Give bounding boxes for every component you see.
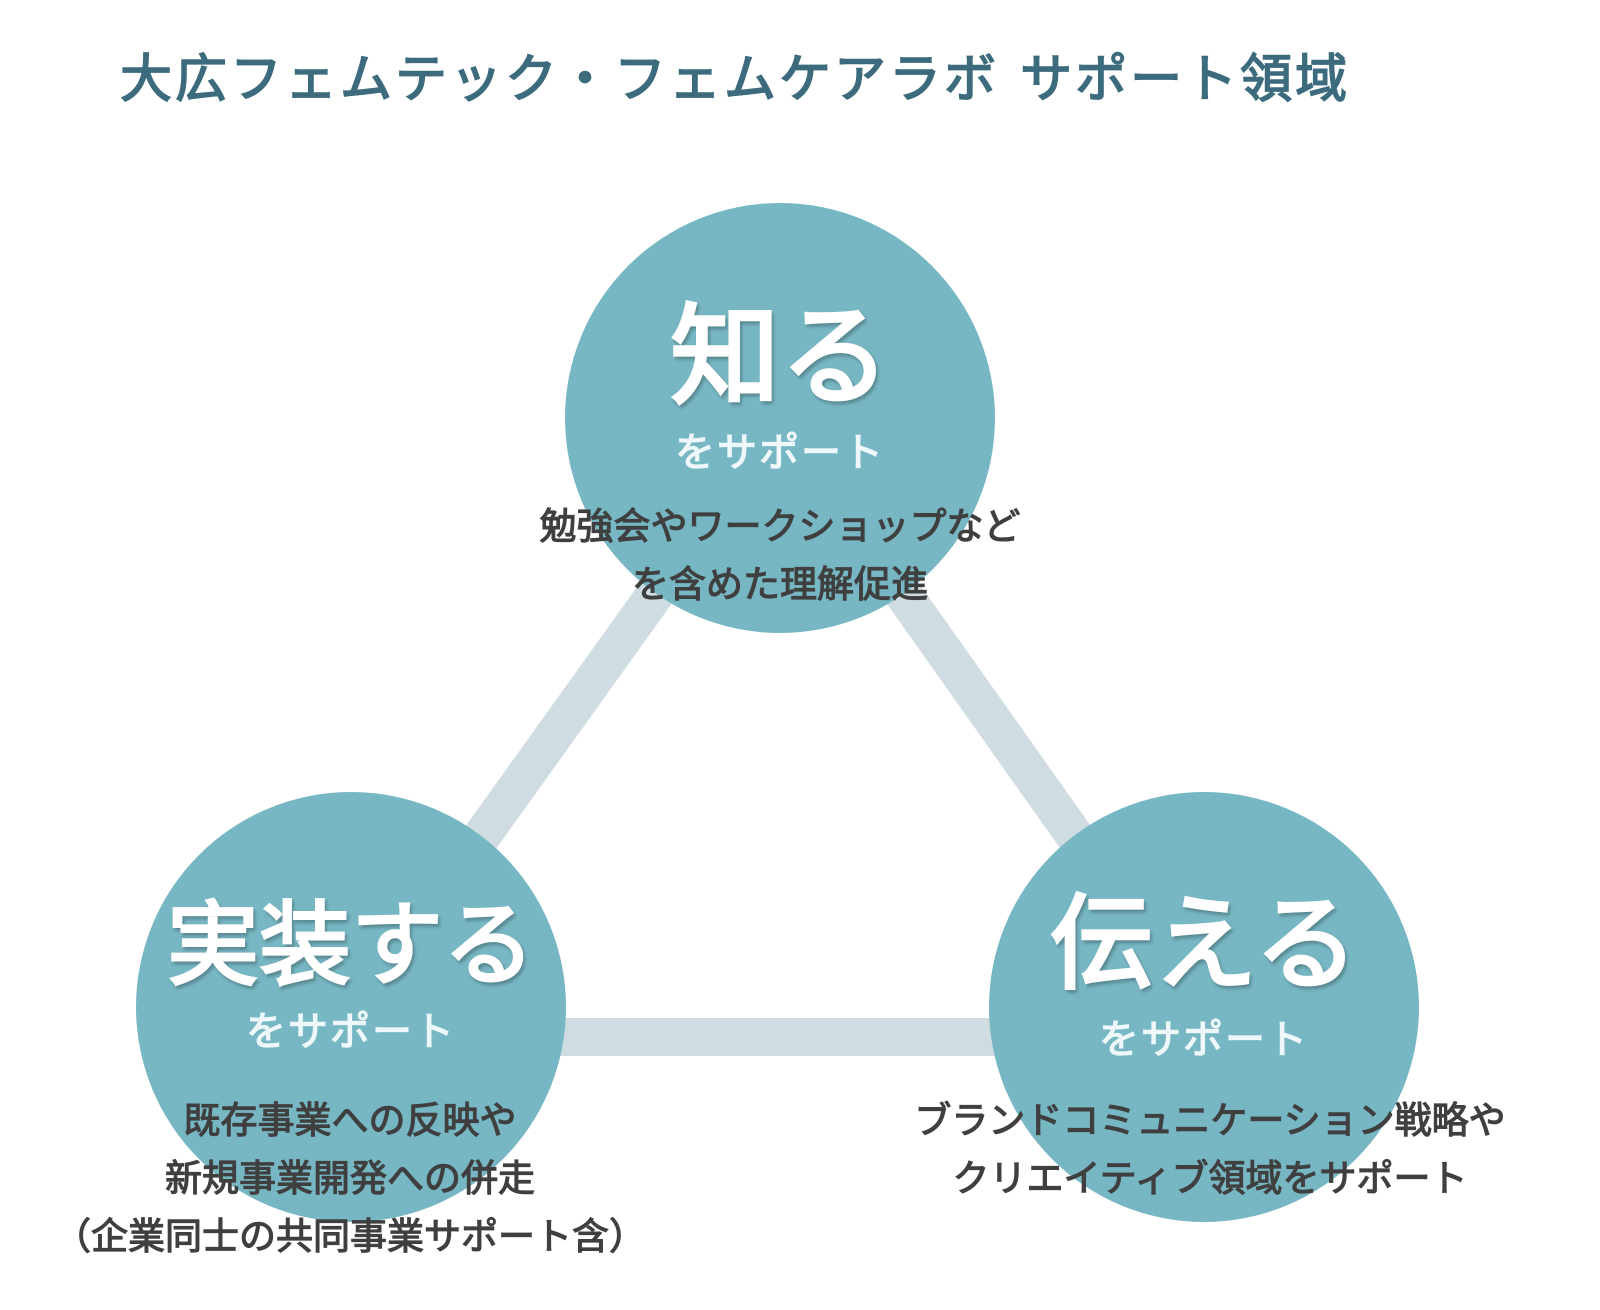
- node-implement-description-line: 既存事業への反映や: [183, 1099, 517, 1142]
- node-implement-sub: をサポート: [246, 1009, 456, 1055]
- node-know-label: 知る: [670, 293, 890, 421]
- node-convey-sub: をサポート: [1099, 1017, 1309, 1063]
- node-convey-description-line: クリエイティブ領域をサポート: [952, 1157, 1468, 1200]
- diagram-title: 大広フェムテック・フェムケアラボ サポート領域: [120, 50, 1351, 110]
- node-know-description-line: を含めた理解促進: [632, 563, 928, 606]
- node-know-sub: をサポート: [675, 430, 885, 476]
- node-convey-description: ブランドコミュニケーション戦略や クリエイティブ領域をサポート: [850, 1092, 1570, 1208]
- node-implement-description-line: （企業同士の共同事業サポート含）: [54, 1215, 646, 1258]
- node-know-circle: [565, 203, 995, 633]
- node-implement-circle: [136, 792, 566, 1222]
- node-implement-label: 実装する: [166, 892, 535, 999]
- node-convey-description-line: ブランドコミュニケーション戦略や: [914, 1099, 1506, 1142]
- node-implement-description-line: 新規事業開発への併走: [165, 1157, 535, 1200]
- node-implement-description: 既存事業への反映や 新規事業開発への併走 （企業同士の共同事業サポート含）: [20, 1092, 680, 1266]
- node-know-description: 勉強会やワークショップなど を含めた理解促進: [430, 498, 1130, 614]
- node-convey-label: 伝える: [1049, 883, 1359, 1005]
- node-know-description-line: 勉強会やワークショップなど: [539, 505, 1021, 548]
- node-convey-circle: [989, 792, 1419, 1222]
